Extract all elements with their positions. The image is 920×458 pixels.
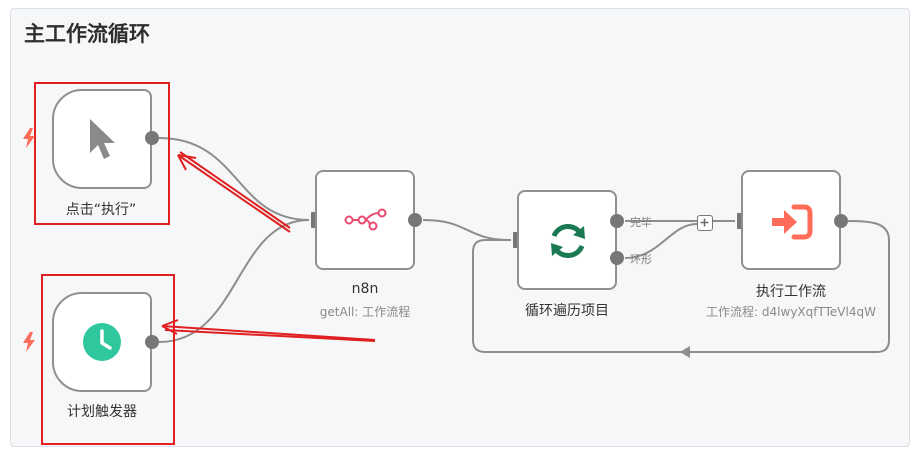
loop-icon — [551, 223, 585, 259]
trigger-bolt-icon[interactable] — [22, 128, 36, 148]
node-execute-workflow[interactable] — [741, 170, 841, 270]
output-handle[interactable] — [834, 214, 848, 228]
node-click-trigger[interactable] — [52, 89, 152, 189]
annotation-arrow-1 — [177, 154, 291, 233]
annotation-arrow-4 — [164, 329, 376, 342]
n8n-logo-icon — [344, 208, 387, 231]
output-label-done: 完毕 — [630, 216, 652, 229]
output-handle[interactable] — [145, 131, 159, 145]
clock-icon — [83, 323, 121, 361]
trigger-bolt-icon[interactable] — [22, 332, 36, 352]
execute-workflow-icon — [772, 204, 813, 240]
loop-back-arrowhead — [680, 346, 690, 358]
node-subtitle: getAll: 工作流程 — [319, 305, 411, 319]
node-schedule-trigger[interactable] — [52, 292, 152, 392]
connection-n8n-to-loop — [422, 219, 512, 241]
add-node-button[interactable] — [697, 215, 713, 231]
node-label: 点击“执行” — [65, 202, 137, 218]
plus-icon — [700, 218, 709, 227]
workflow-title: 主工作流循环 — [24, 22, 150, 46]
output-handle[interactable] — [145, 335, 159, 349]
node-loop-over-items[interactable] — [517, 190, 617, 290]
output-label-loop: 环形 — [630, 253, 652, 266]
cursor-icon — [90, 119, 115, 159]
output-handle-done[interactable] — [610, 214, 624, 228]
output-handle[interactable] — [408, 213, 422, 227]
connection-click-to-n8n — [158, 137, 310, 221]
connection-schedule-to-n8n — [158, 219, 310, 343]
input-handle[interactable] — [513, 232, 520, 248]
annotation-arrow-2 — [179, 151, 291, 229]
input-handle[interactable] — [311, 212, 318, 228]
node-label: 循环遍历项目 — [525, 303, 609, 319]
highlight-click-trigger — [34, 82, 170, 225]
connection-execute-loop-back — [472, 220, 890, 353]
input-handle[interactable] — [737, 213, 744, 229]
highlight-schedule-trigger — [41, 274, 175, 445]
node-n8n[interactable] — [315, 170, 415, 270]
node-label: 执行工作流 — [756, 284, 826, 300]
node-label: 计划触发器 — [67, 404, 137, 420]
output-handle-loop[interactable] — [610, 251, 624, 265]
annotation-arrow-3 — [161, 325, 376, 341]
node-subtitle: 工作流程: d4lwyXqfTTeVl4qW — [706, 305, 876, 319]
connection-loop-loop-to-plus — [624, 223, 698, 259]
node-label: n8n — [351, 281, 379, 297]
